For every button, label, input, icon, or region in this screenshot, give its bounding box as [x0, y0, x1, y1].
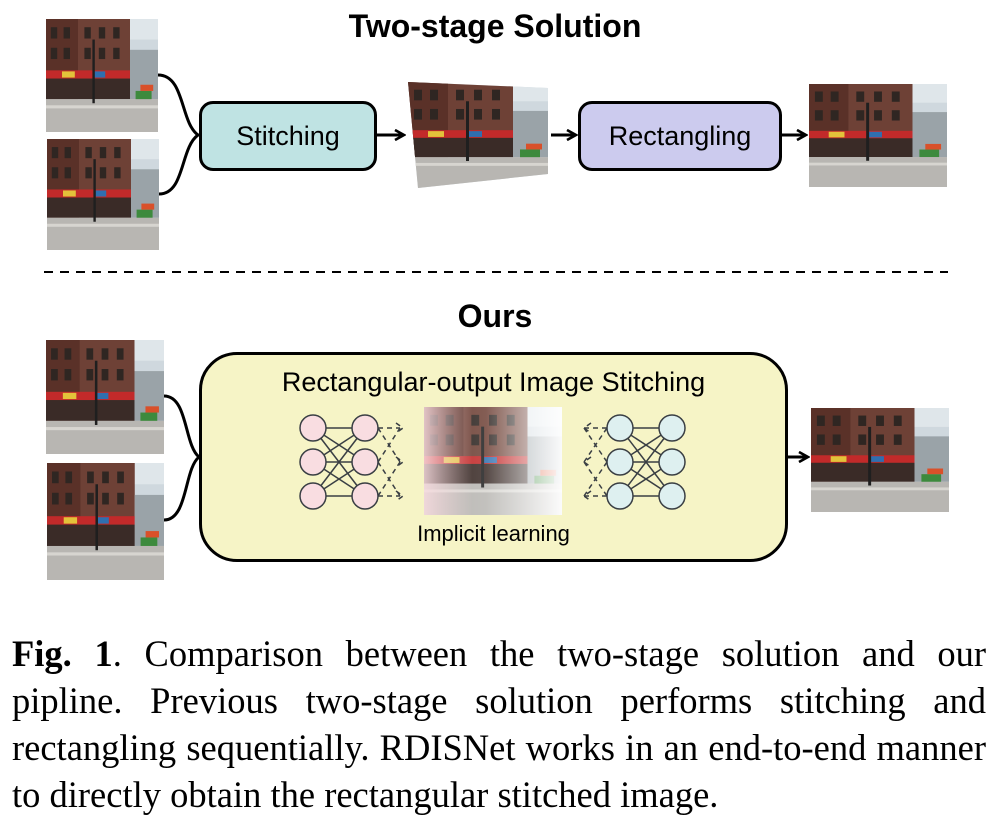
caption-label: Fig. 1 — [12, 633, 113, 674]
encoder-network — [299, 414, 405, 510]
figure-caption: Fig. 1. Comparison between the two-stage… — [12, 630, 986, 818]
decoder-node — [658, 448, 686, 476]
rectangling-box: Rectangling — [578, 101, 782, 171]
encoder-node — [299, 482, 327, 510]
decoder-node — [606, 414, 634, 442]
ours-title: Ours — [457, 298, 533, 334]
implicit-stitched-image — [424, 407, 562, 515]
decoder-node — [658, 414, 686, 442]
decoder-network — [582, 414, 686, 510]
stitching-label: Stitching — [236, 120, 340, 151]
implicit-learning-label: Implicit learning — [417, 521, 570, 546]
stitching-box: Stitching — [199, 101, 377, 171]
top-merge-brace — [157, 73, 201, 196]
encoder-node — [351, 448, 379, 476]
diagram-overlay — [44, 73, 948, 522]
decoder-node — [658, 482, 686, 510]
two-stage-title: Two-stage Solution — [348, 8, 642, 44]
rectangular-stitching-box: Rectangular-output Image Stitching Impli… — [199, 352, 788, 562]
decoder-node — [606, 482, 634, 510]
rectangular-stitching-label: Rectangular-output Image Stitching — [281, 367, 706, 397]
encoder-node — [299, 448, 327, 476]
encoder-node — [351, 414, 379, 442]
encoder-node — [351, 482, 379, 510]
decoder-node — [606, 448, 634, 476]
caption-text: . Comparison between the two-stage solut… — [12, 633, 987, 815]
rectangling-label: Rectangling — [608, 120, 752, 151]
bottom-merge-brace — [163, 394, 202, 522]
encoder-node — [299, 414, 327, 442]
